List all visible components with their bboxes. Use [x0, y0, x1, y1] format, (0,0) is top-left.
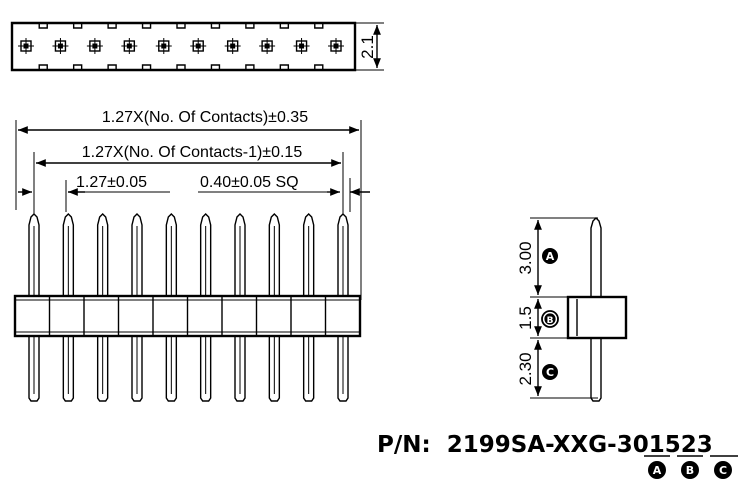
- side-marker-b: B: [541, 310, 559, 328]
- top-notch: [72, 23, 83, 29]
- top-notch: [279, 64, 290, 70]
- front-pin: [302, 213, 315, 402]
- side-view: 3.00 1.5 2.30 A B C: [516, 217, 628, 402]
- top-notch: [141, 64, 152, 70]
- front-pin: [199, 213, 212, 402]
- top-notch: [141, 23, 152, 29]
- top-notch: [38, 64, 48, 70]
- part-number-code-a: 30: [617, 432, 649, 458]
- top-height-dim: 2.1: [358, 35, 377, 59]
- top-notch: [107, 23, 117, 29]
- part-number: P/N: 2199SA-XXG-301523 A B C: [377, 432, 738, 479]
- top-notch: [210, 23, 221, 29]
- front-pin: [234, 213, 246, 402]
- top-notch: [245, 64, 255, 70]
- top-notch: [279, 23, 290, 29]
- svg-text:A: A: [546, 250, 555, 263]
- svg-text:C: C: [546, 366, 554, 379]
- front-pin: [28, 213, 40, 402]
- dim-pitch: 1.27±0.05: [76, 174, 147, 191]
- top-view: 2.1: [10, 21, 384, 72]
- front-pin: [131, 213, 143, 402]
- pn-marker-b: B: [681, 461, 699, 479]
- svg-text:P/N: 2199SA-XXG-301523: P/N: 2199SA-XXG-301523: [377, 432, 713, 458]
- side-view-pin: [590, 217, 602, 402]
- top-notch: [245, 23, 255, 29]
- svg-text:B: B: [686, 464, 694, 477]
- dim-b-value: 1.5: [516, 306, 535, 330]
- front-pin: [96, 213, 109, 402]
- top-view-notches: [38, 23, 324, 70]
- front-view-dividers: [15, 296, 360, 336]
- top-notch: [176, 64, 186, 70]
- front-view: 1.27X(No. Of Contacts)±0.35 1.27X(No. Of…: [13, 109, 370, 402]
- top-notch: [176, 23, 186, 29]
- top-notch: [107, 64, 117, 70]
- svg-text:C: C: [719, 464, 727, 477]
- side-marker-c: C: [542, 364, 558, 380]
- top-notch: [72, 64, 83, 70]
- top-notch: [210, 64, 221, 70]
- pn-marker-c: C: [714, 461, 732, 479]
- svg-text:B: B: [547, 316, 554, 326]
- top-notch: [314, 23, 324, 29]
- front-pin: [165, 213, 178, 402]
- front-pin: [268, 213, 281, 402]
- front-pin: [62, 213, 75, 402]
- top-notch: [38, 23, 48, 29]
- top-view-pins: [18, 38, 344, 54]
- part-number-code-b: 15: [649, 432, 681, 458]
- dim-overall-length: 1.27X(No. Of Contacts)±0.35: [102, 109, 308, 126]
- svg-text:A: A: [653, 464, 662, 477]
- part-number-code-c: 23: [681, 432, 713, 458]
- part-number-prefix: P/N:: [377, 432, 431, 458]
- side-marker-a: A: [542, 248, 558, 264]
- pn-marker-a: A: [648, 461, 666, 479]
- dim-pin-size: 0.40±0.05 SQ: [200, 174, 299, 191]
- front-pin: [337, 213, 349, 402]
- top-notch: [314, 64, 324, 70]
- dim-c-value: 2.30: [516, 352, 535, 385]
- dim-contact-span: 1.27X(No. Of Contacts-1)±0.15: [82, 144, 303, 161]
- part-number-base: 2199SA-XXG-: [447, 432, 617, 458]
- dim-a-value: 3.00: [516, 241, 535, 274]
